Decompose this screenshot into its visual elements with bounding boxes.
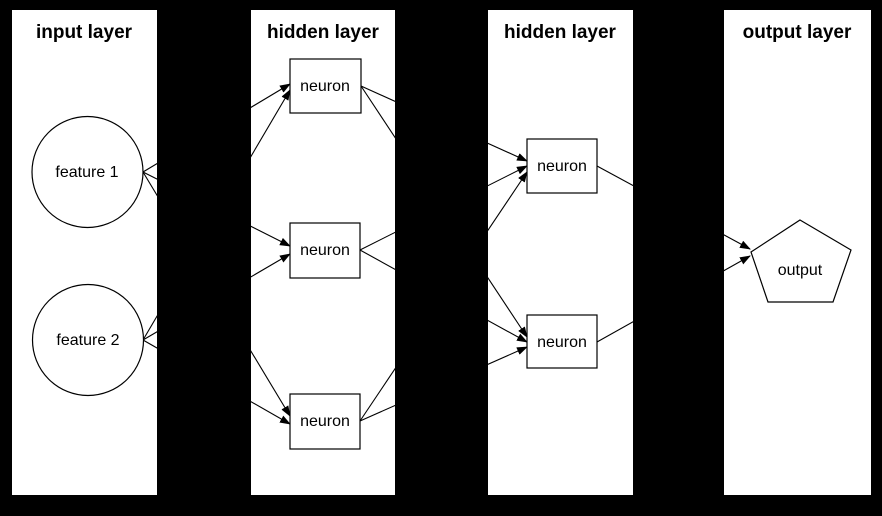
node-label-h1-neuron-2: neuron — [300, 242, 350, 259]
node-h1-neuron-2 — [289, 222, 361, 279]
node-label-h2-neuron-1: neuron — [537, 158, 587, 175]
layer-title-hidden-2: hidden layer — [504, 22, 617, 43]
layer-title-hidden-1: hidden layer — [267, 22, 380, 43]
node-label-output: output — [778, 262, 823, 279]
edge-feature-1-to-h1-neuron-1 — [142, 83, 291, 173]
edge-h1-neuron-2-to-h2-neuron-1 — [359, 165, 528, 251]
edge-feature-2-to-h1-neuron-3 — [142, 339, 291, 425]
edge-feature-2-to-h1-neuron-1 — [142, 89, 291, 341]
edge-h1-neuron-1-to-h2-neuron-2 — [360, 85, 528, 338]
node-label-h1-neuron-3: neuron — [300, 413, 350, 430]
edge-h2-neuron-2-to-output — [596, 255, 751, 343]
edge-feature-1-to-h1-neuron-3 — [142, 171, 291, 417]
node-label-h1-neuron-1: neuron — [300, 78, 350, 95]
node-feature-2 — [31, 283, 145, 397]
node-output — [750, 219, 852, 303]
node-h1-neuron-1 — [289, 58, 362, 114]
node-h2-neuron-2 — [526, 314, 598, 369]
edge-feature-1-to-h1-neuron-2 — [142, 171, 291, 247]
node-label-feature-1: feature 1 — [55, 164, 118, 181]
edge-h1-neuron-3-to-h2-neuron-2 — [359, 346, 528, 422]
panel-input-layer — [12, 10, 157, 495]
panel-hidden-layer-2 — [488, 10, 633, 495]
node-feature-1 — [31, 115, 144, 229]
edges-group — [142, 83, 751, 425]
edge-h2-neuron-1-to-output — [596, 165, 751, 250]
edge-h1-neuron-1-to-h2-neuron-1 — [360, 85, 528, 162]
edge-h1-neuron-3-to-h2-neuron-1 — [359, 171, 528, 422]
layer-title-input: input layer — [36, 22, 133, 43]
layer-title-output: output layer — [743, 22, 852, 43]
node-label-h2-neuron-2: neuron — [537, 334, 587, 351]
node-h2-neuron-1 — [526, 138, 598, 194]
node-h1-neuron-3 — [289, 393, 361, 450]
edge-feature-2-to-h1-neuron-2 — [142, 253, 291, 341]
node-label-feature-2: feature 2 — [56, 332, 119, 349]
